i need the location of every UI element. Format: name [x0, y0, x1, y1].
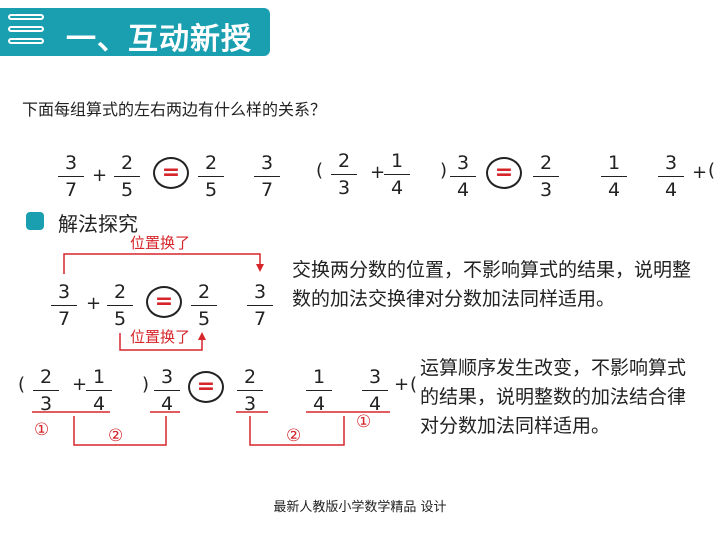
left-paren: (	[708, 160, 716, 181]
left-paren: (	[410, 374, 418, 395]
swap-label-bottom: 位置换了	[130, 328, 191, 346]
equals-circle: =	[146, 286, 182, 318]
plus-sign: +	[692, 162, 708, 183]
arrow-down-icon	[256, 264, 264, 272]
equals-circle: =	[153, 157, 189, 189]
question-text: 下面每组算式的左右两边有什么样的关系？	[22, 100, 327, 119]
equals-circle: =	[486, 157, 522, 189]
right-paren: )	[142, 374, 150, 395]
plus-sign: +	[86, 293, 102, 314]
plus-sign: +	[394, 374, 410, 395]
step-marker: ①	[34, 420, 50, 440]
bracket-step2-right	[249, 416, 345, 446]
swap-label-top: 位置换了	[130, 234, 191, 252]
section-title: 解法探究	[58, 212, 138, 236]
plus-sign: +	[72, 374, 88, 395]
swap-bottom-bracket	[119, 333, 203, 351]
page-title: 一、互动新授	[66, 22, 252, 57]
section-square-icon	[26, 212, 44, 230]
right-paren: )	[440, 160, 448, 181]
left-paren: (	[316, 160, 324, 181]
plus-sign: +	[370, 162, 386, 183]
left-paren: (	[18, 374, 26, 395]
plus-sign: +	[92, 165, 108, 186]
commutative-explanation: 交换两分数的位置，不影响算式的结果，说明整数的加法交换律对分数加法同样适用。	[292, 259, 692, 310]
footer-text: 最新人教版小学数学精品 设计	[273, 500, 447, 515]
notebook-rings-icon	[8, 10, 48, 50]
step-marker: ②	[108, 426, 124, 446]
step-marker: ①	[356, 412, 372, 432]
equals-circle: =	[188, 371, 224, 403]
step-marker: ②	[286, 426, 302, 446]
bracket-step2-left	[73, 416, 167, 446]
swap-top-bracket	[63, 253, 261, 274]
arrow-up-icon	[198, 332, 206, 340]
associative-explanation: 运算顺序发生改变，不影响算式的结果，说明整数的加法结合律对分数加法同样适用。	[420, 357, 687, 437]
title-banner	[0, 8, 270, 56]
